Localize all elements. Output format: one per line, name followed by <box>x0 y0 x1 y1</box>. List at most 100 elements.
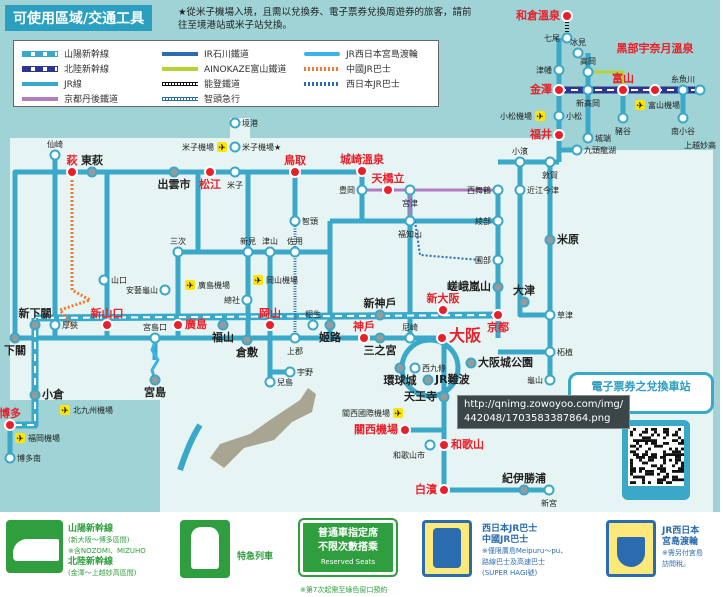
station-70[interactable]: 出雲市 <box>158 166 191 192</box>
station-marker[interactable] <box>409 362 421 374</box>
station-marker[interactable] <box>492 184 504 196</box>
station-marker[interactable] <box>86 166 98 178</box>
station-marker[interactable] <box>424 439 436 451</box>
station-marker[interactable] <box>29 389 41 401</box>
station-marker[interactable] <box>284 366 296 378</box>
station-52[interactable]: 紀伊勝浦 <box>502 471 546 496</box>
station-81[interactable]: 安藝龜山 <box>126 284 171 296</box>
station-22[interactable]: 宮津 <box>402 184 418 209</box>
station-19[interactable]: 近江今津 <box>514 184 560 196</box>
station-marker[interactable] <box>677 112 689 124</box>
station-57[interactable]: 廣島 <box>172 317 207 331</box>
station-55[interactable]: 倉敷 <box>235 334 259 360</box>
station-45[interactable]: 環球城 <box>384 362 417 388</box>
station-marker[interactable] <box>438 439 450 451</box>
station-marker[interactable] <box>264 376 276 388</box>
airport-3[interactable]: ✈廣島機場 <box>185 280 230 292</box>
station-marker[interactable] <box>543 484 555 496</box>
station-marker[interactable] <box>172 246 184 258</box>
station-46[interactable]: JR難波 <box>422 372 471 386</box>
station-2[interactable]: 冰見 <box>570 37 586 59</box>
station-marker[interactable] <box>356 184 368 196</box>
station-56[interactable]: 福山 <box>211 319 234 345</box>
station-75[interactable]: 鳥取 <box>284 153 306 178</box>
qr-code[interactable] <box>628 426 684 486</box>
station-47[interactable]: 天王寺 <box>404 389 450 403</box>
station-marker[interactable] <box>358 332 370 344</box>
station-marker[interactable] <box>553 110 565 122</box>
station-84[interactable]: 上郡 <box>287 332 303 357</box>
station-37[interactable]: 尼崎 <box>402 322 418 344</box>
station-62[interactable]: 新下關 <box>19 306 52 331</box>
station-39[interactable]: 三之宮 <box>364 332 397 358</box>
station-78[interactable]: 津山 <box>262 236 278 258</box>
station-marker[interactable] <box>544 309 556 321</box>
station-28[interactable]: 園部 <box>475 254 504 266</box>
station-marker[interactable] <box>289 166 301 178</box>
station-marker[interactable] <box>172 319 184 331</box>
station-marker[interactable] <box>404 215 416 227</box>
station-marker[interactable] <box>617 84 629 96</box>
station-marker[interactable] <box>101 319 113 331</box>
station-76[interactable]: 智頭 <box>289 215 319 227</box>
station-marker[interactable] <box>571 144 583 156</box>
station-73[interactable]: 米子機場★ <box>229 141 282 153</box>
station-marker[interactable] <box>492 281 504 293</box>
station-marker[interactable] <box>561 10 573 22</box>
airport-5[interactable]: ✈北九州機場 <box>60 405 113 417</box>
station-marker[interactable] <box>582 132 594 144</box>
station-17[interactable]: 小濱 <box>512 146 528 168</box>
station-14[interactable]: 福井 <box>529 127 565 141</box>
station-marker[interactable] <box>29 319 41 331</box>
station-80[interactable]: 三次 <box>170 236 186 258</box>
station-26[interactable]: 綾部 <box>475 215 504 227</box>
station-marker[interactable] <box>264 246 276 258</box>
station-54[interactable]: 岡山 <box>259 306 281 331</box>
station-10[interactable]: 上越妙高 <box>684 84 716 151</box>
station-marker[interactable] <box>544 374 556 386</box>
station-marker[interactable] <box>437 304 449 316</box>
station-marker[interactable] <box>553 129 565 141</box>
station-marker[interactable] <box>382 184 394 196</box>
station-35[interactable]: 新大阪 <box>427 291 461 316</box>
station-0[interactable]: 和倉溫泉 <box>516 8 573 22</box>
station-11[interactable]: 豬谷 <box>615 112 631 137</box>
airport-1[interactable]: ✈小松機場 <box>500 111 545 123</box>
station-41[interactable]: 姬路 <box>319 319 342 345</box>
station-7[interactable]: 富山 <box>612 71 634 96</box>
station-74[interactable]: 境港 <box>229 117 259 129</box>
station-marker[interactable] <box>356 165 368 177</box>
station-3[interactable]: 津幡 <box>536 64 565 76</box>
airport-2[interactable]: ✈米子機場 <box>182 142 227 154</box>
station-61[interactable]: 厚狹 <box>49 319 79 331</box>
station-8[interactable]: 黑部宇奈月溫泉 <box>617 41 695 96</box>
station-marker[interactable] <box>553 64 565 76</box>
station-82[interactable]: 山口 <box>98 274 128 286</box>
station-marker[interactable] <box>289 332 301 344</box>
station-marker[interactable] <box>544 346 556 358</box>
station-67[interactable]: 萩 <box>66 153 78 178</box>
station-69[interactable]: 仙崎 <box>47 139 63 161</box>
station-marker[interactable] <box>492 254 504 266</box>
station-64[interactable]: 小倉 <box>29 387 65 401</box>
station-31[interactable]: 草津 <box>544 309 574 321</box>
station-21[interactable]: 西舞鶴 <box>467 184 504 196</box>
station-marker[interactable] <box>374 332 386 344</box>
station-marker[interactable] <box>561 32 573 44</box>
station-marker[interactable] <box>149 374 161 386</box>
station-marker[interactable] <box>159 284 171 296</box>
station-marker[interactable] <box>399 424 411 436</box>
station-77[interactable]: 佐用 <box>287 236 303 258</box>
station-marker[interactable] <box>307 319 319 331</box>
station-44[interactable]: 西九條 <box>409 362 447 374</box>
station-marker[interactable] <box>514 184 526 196</box>
station-marker[interactable] <box>544 234 556 246</box>
station-marker[interactable] <box>229 117 241 129</box>
station-marker[interactable] <box>677 84 689 96</box>
station-marker[interactable] <box>241 334 253 346</box>
station-23[interactable]: 天橋立 <box>372 171 405 196</box>
station-65[interactable]: 博多 <box>0 406 21 431</box>
station-marker[interactable] <box>617 112 629 124</box>
airport-7[interactable]: ✈關西國際機場 <box>342 408 403 420</box>
station-marker[interactable] <box>149 332 161 344</box>
